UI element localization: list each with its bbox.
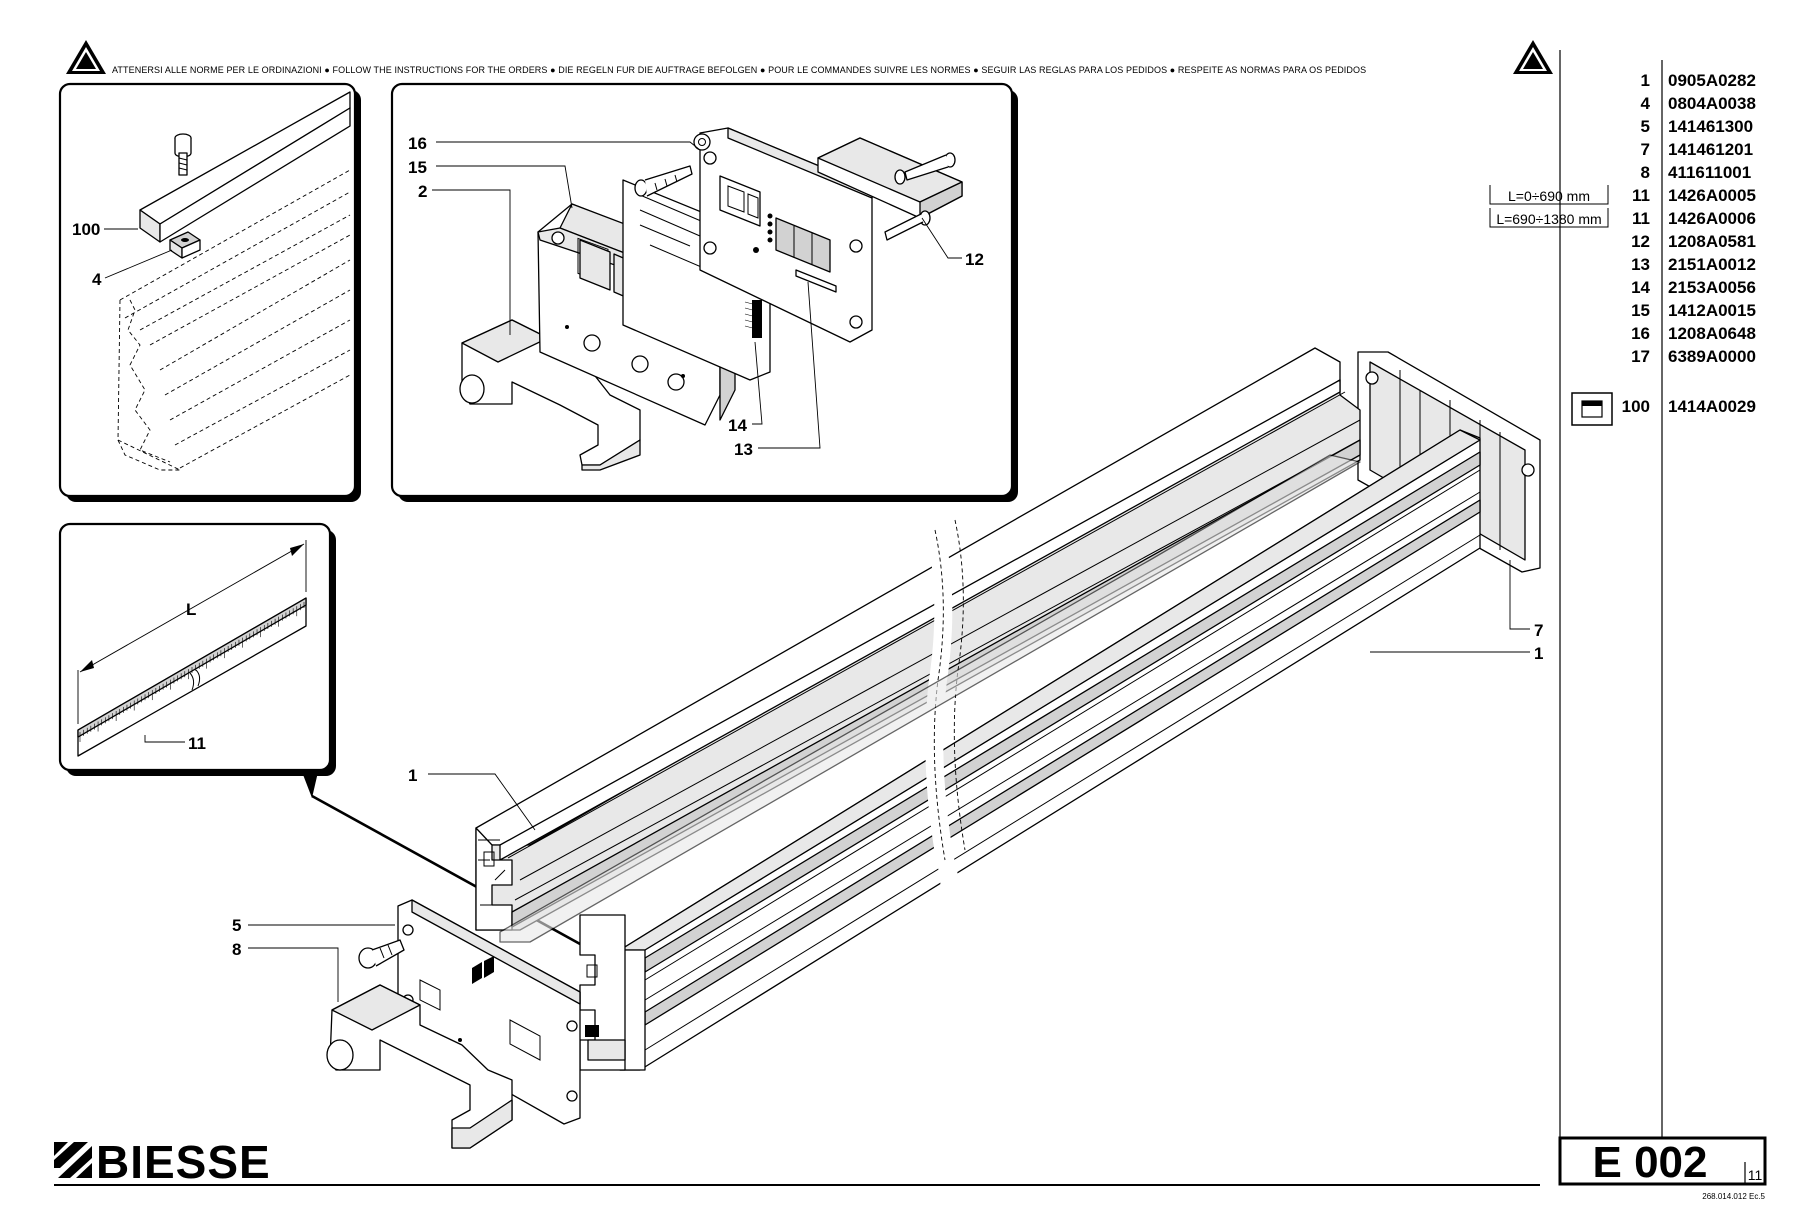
callout-1-upper: 1 (408, 766, 417, 785)
detail-panel-scale: L 11 (58, 522, 336, 798)
part-code: 1412A0015 (1668, 301, 1756, 320)
parts-row: 14 2153A0056 (1631, 278, 1756, 297)
part-code: 2151A0012 (1668, 255, 1756, 274)
part-ref: 13 (1631, 255, 1650, 274)
parts-table: 1 0905A0282 4 0804A0038 5 141461300 7 141461201… (1489, 50, 1756, 1150)
part-ref: 4 (1641, 94, 1651, 113)
part-code: 1426A0005 (1668, 186, 1756, 205)
callout-14: 14 (728, 416, 747, 435)
document-reference: 268.014.012 Ec.5 (1702, 1192, 1765, 1201)
length-range-note: L=690÷1380 mm (1496, 211, 1601, 227)
parts-row: 8 411611001 (1641, 163, 1752, 182)
table-code: E 002 (1593, 1138, 1708, 1187)
biesse-logo: BIESSE (54, 1136, 271, 1188)
part-ref: 15 (1631, 301, 1650, 320)
parts-row: 11 1426A0006 L=690÷1380 mm (1489, 208, 1756, 228)
callout-12: 12 (965, 250, 984, 269)
part-code: 411611001 (1668, 163, 1751, 182)
part-ref: 1 (1641, 71, 1650, 90)
length-range-note: L=0÷690 mm (1508, 188, 1590, 204)
biesse-emblem (472, 956, 494, 984)
cap-screw (174, 133, 192, 176)
panel-bolt (634, 165, 693, 197)
magnetic-scale-strip (77, 597, 307, 757)
callout-13: 13 (734, 440, 753, 459)
callout-100: 100 (72, 220, 100, 239)
callout-16: 16 (408, 134, 427, 153)
parts-row: 17 6389A0000 (1631, 347, 1756, 366)
callout-5: 5 (232, 916, 241, 935)
kit-box-icon (1571, 392, 1613, 426)
part-code: 141461300 (1668, 117, 1753, 136)
header-instructions: ATTENERSI ALLE NORME PER LE ORDINAZIONI … (66, 40, 1553, 75)
kit-code: 1414A0029 (1668, 397, 1756, 416)
callout-11: 11 (188, 734, 206, 753)
parts-row: 15 1412A0015 (1631, 301, 1756, 320)
callout-4: 4 (92, 270, 102, 289)
sheet-number: 11 (1748, 1167, 1763, 1183)
mounting-bracket (817, 137, 963, 241)
part-ref: 11 (1632, 209, 1650, 228)
warning-triangle-icon (1513, 40, 1553, 74)
part-ref: 12 (1631, 232, 1650, 251)
part-code: 6389A0000 (1668, 347, 1756, 366)
length-range-box (1489, 208, 1609, 228)
front-plate (693, 127, 873, 343)
dimension-label-L: L (186, 600, 196, 619)
part-code: 1208A0581 (1668, 232, 1756, 251)
callout-2: 2 (418, 182, 427, 201)
main-profile-assembly: 1 5 8 7 1 (232, 347, 1543, 1149)
parts-row: 12 1208A0581 (1631, 232, 1756, 251)
detail-panel-display: 16 15 2 12 14 13 (390, 82, 1018, 502)
table-code-box: E 002 11 (1558, 1136, 1767, 1187)
bracket-screw (884, 210, 931, 241)
part-ref: 5 (1641, 117, 1650, 136)
parts-row: 7 141461201 (1641, 140, 1754, 159)
part-code: 1208A0648 (1668, 324, 1756, 343)
part-ref: 7 (1641, 140, 1650, 159)
part-code: 141461201 (1668, 140, 1753, 159)
order-instructions-text: ATTENERSI ALLE NORME PER LE ORDINAZIONI … (112, 65, 1366, 75)
profile-hidden-lines (117, 169, 351, 471)
part-code: 0804A0038 (1668, 94, 1756, 113)
part-ref: 17 (1631, 347, 1650, 366)
parts-row: 13 2151A0012 (1631, 255, 1756, 274)
callout-15: 15 (408, 158, 427, 177)
t-nut (169, 231, 201, 259)
bracket-screw (894, 152, 956, 185)
kit-row: 100 1414A0029 (1571, 392, 1756, 426)
part-ref: 11 (1632, 186, 1650, 205)
parts-row: 11 1426A0005 L=0÷690 mm (1489, 185, 1756, 205)
length-dimension: L (77, 540, 307, 724)
detail-panel-fastener: 100 4 (58, 82, 361, 502)
part-ref: 14 (1631, 278, 1650, 297)
warning-triangle-icon (66, 40, 106, 74)
part-code: 2153A0056 (1668, 278, 1756, 297)
lower-profile (579, 429, 1481, 1071)
kit-ref: 100 (1622, 397, 1650, 416)
gib-bar (139, 91, 351, 243)
callout-8: 8 (232, 940, 241, 959)
front-end-plate (397, 899, 581, 1125)
parts-row: 5 141461300 (1641, 117, 1754, 136)
brand-name: BIESSE (96, 1136, 271, 1188)
biesse-logo-mark-icon (54, 1142, 92, 1178)
part-ref: 8 (1641, 163, 1650, 182)
parts-row: 1 0905A0282 (1641, 71, 1756, 90)
part-code: 0905A0282 (1668, 71, 1756, 90)
footer: BIESSE E 002 11 268.014.012 Ec.5 (54, 1136, 1767, 1201)
part-code: 1426A0006 (1668, 209, 1756, 228)
end-plate-screw (358, 939, 405, 969)
callout-7: 7 (1534, 621, 1543, 640)
parts-row: 4 0804A0038 (1641, 94, 1756, 113)
length-range-box (1489, 185, 1609, 205)
callout-1-lower: 1 (1534, 644, 1543, 663)
front-handle (326, 984, 513, 1149)
parts-row: 16 1208A0648 (1631, 324, 1756, 343)
part-ref: 16 (1631, 324, 1650, 343)
